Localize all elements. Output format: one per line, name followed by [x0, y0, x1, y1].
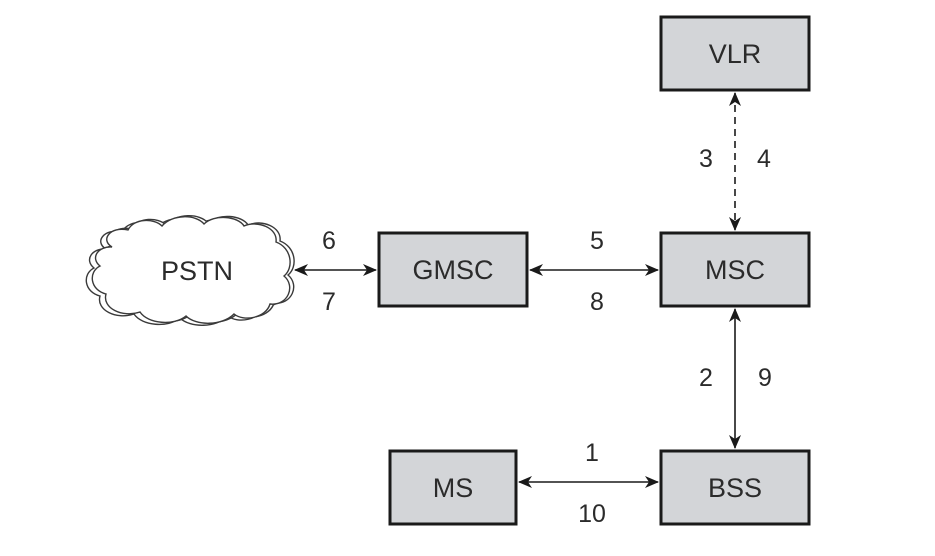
- node-vlr: VLR: [659, 15, 811, 92]
- node-msc-label: MSC: [705, 255, 765, 285]
- link-label-4: 4: [757, 145, 771, 173]
- node-gmsc-label: GMSC: [413, 255, 494, 285]
- link-msc-vlr: 3 4: [699, 92, 771, 231]
- link-label-5: 5: [590, 227, 604, 255]
- link-label-9: 9: [758, 364, 772, 392]
- node-msc: MSC: [659, 231, 811, 308]
- cloud-icon: [85, 215, 295, 326]
- link-label-8: 8: [590, 288, 604, 316]
- link-label-1: 1: [585, 439, 599, 467]
- link-pstn-gmsc: 6 7: [294, 227, 377, 316]
- link-label-6: 6: [322, 227, 336, 255]
- node-ms-label: MS: [433, 473, 474, 503]
- link-label-10: 10: [578, 500, 606, 528]
- link-label-2: 2: [699, 364, 713, 392]
- link-ms-bss: 1 10: [518, 439, 659, 528]
- node-bss-label: BSS: [708, 473, 762, 503]
- node-ms: MS: [388, 449, 518, 526]
- node-vlr-label: VLR: [709, 39, 762, 69]
- node-gmsc: GMSC: [377, 231, 529, 308]
- link-label-7: 7: [322, 288, 336, 316]
- node-pstn: PSTN: [85, 215, 295, 326]
- link-gmsc-msc: 5 8: [529, 227, 659, 316]
- link-msc-bss: 2 9: [699, 308, 772, 449]
- node-bss: BSS: [659, 449, 811, 526]
- node-pstn-label: PSTN: [161, 256, 233, 286]
- link-label-3: 3: [699, 145, 713, 173]
